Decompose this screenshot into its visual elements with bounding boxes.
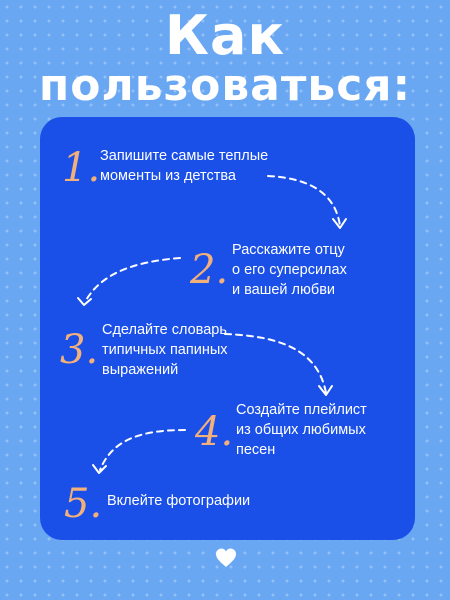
dashed-arrow-icon: [99, 429, 186, 471]
step-5-number: 5.: [64, 481, 103, 527]
step-2-number: 2.: [190, 247, 229, 293]
step-4-number: 4.: [195, 409, 234, 455]
dashed-arrow-icon: [224, 333, 327, 394]
step-5-text: Вклейте фотографии: [107, 493, 251, 509]
page-title-line-1: Как: [164, 4, 286, 67]
step-2-text: Расскажите отцу о его суперсилах и вашей…: [232, 242, 347, 298]
dashed-arrow-icon: [84, 257, 181, 303]
step-3-number: 3.: [60, 327, 99, 373]
heart-icon: [216, 548, 236, 567]
step-4-text: Создайте плейлист из общих любимых песен: [236, 402, 367, 458]
step-3-text: Сделайте словарь типичных папиных выраже…: [102, 322, 228, 378]
dashed-arrow-icon: [267, 175, 341, 227]
step-1-number: 1.: [62, 145, 101, 191]
step-1-text: Запишите самые теплые моменты из детства: [100, 148, 269, 184]
page-title-line-2: пользоваться:: [38, 60, 412, 111]
